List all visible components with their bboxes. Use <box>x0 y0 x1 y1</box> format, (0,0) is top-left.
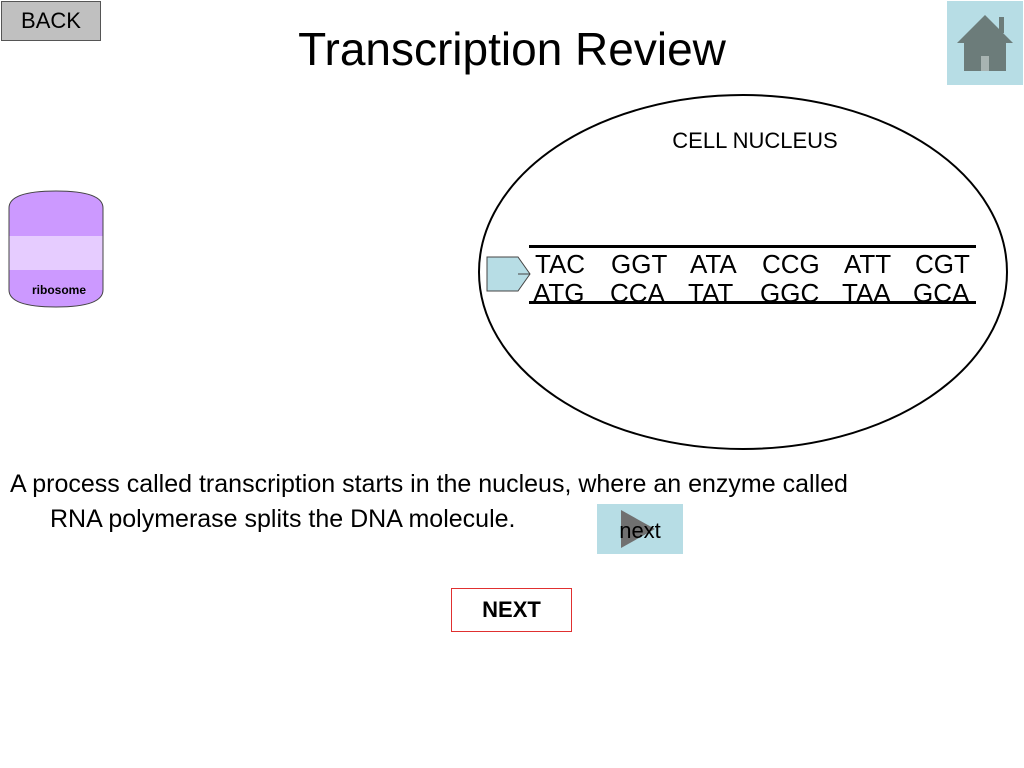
codon: ATA <box>690 249 737 279</box>
codon: GGT <box>611 249 668 279</box>
codon: CGT <box>915 249 970 279</box>
rna-polymerase-arrow-icon <box>486 256 531 292</box>
page-title: Transcription Review <box>298 23 726 75</box>
codon: TAT <box>688 278 734 308</box>
play-icon <box>621 510 655 548</box>
dna-strand-top-line <box>529 245 976 248</box>
ribosome <box>8 190 104 308</box>
cell-nucleus <box>478 94 1008 450</box>
caption-text: A process called transcription starts in… <box>10 467 980 537</box>
back-button[interactable]: BACK <box>1 1 101 41</box>
codon: TAC <box>535 249 586 279</box>
codon: ATT <box>844 249 892 279</box>
next-icon-button[interactable]: next <box>597 504 683 554</box>
home-button[interactable] <box>947 1 1023 85</box>
codon: GCA <box>913 278 970 308</box>
next-icon-label: next <box>619 518 661 543</box>
ribosome-label: ribosome <box>31 283 86 297</box>
codon: ATG <box>533 278 585 308</box>
codon: CCA <box>610 278 665 308</box>
next-button[interactable]: NEXT <box>451 588 572 632</box>
home-icon <box>957 15 1013 71</box>
caption-line-2: RNA polymerase splits the DNA molecule. <box>50 505 516 533</box>
dna-strand-bottom-line <box>529 301 976 304</box>
codon: TAA <box>842 278 891 308</box>
codon: CCG <box>762 249 820 279</box>
nucleus-label: CELL NUCLEUS <box>672 128 838 153</box>
caption-line-1: A process called transcription starts in… <box>10 470 848 498</box>
codon: GGC <box>760 278 820 308</box>
